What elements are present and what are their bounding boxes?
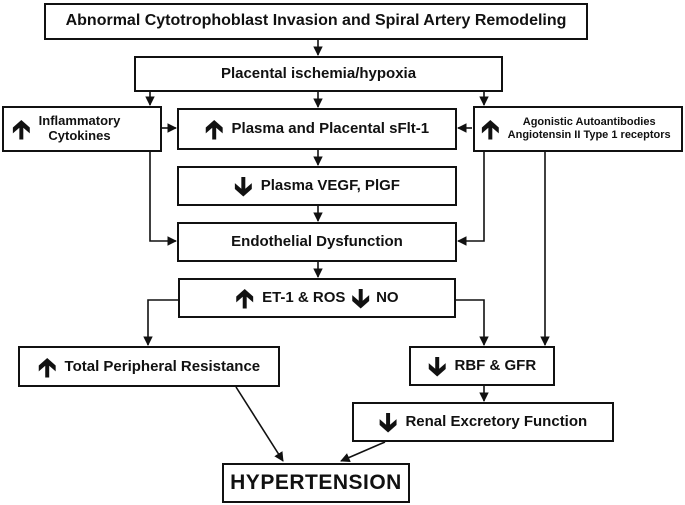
arrow-et1-to-tpr xyxy=(143,299,178,346)
hypertension-label: HYPERTENSION xyxy=(230,470,402,494)
up-arrow-icon: 🡱 xyxy=(204,114,224,144)
autoantibodies-label-line1: Agonistic Autoantibodies xyxy=(522,116,656,129)
endothelial-dysfunction-box: Endothelial Dysfunction xyxy=(177,222,457,262)
autoantibodies-box: 🡱 Agonistic Autoantibodies Angiotensin I… xyxy=(473,106,683,152)
arrow-autoantibodies-to-endothelial xyxy=(457,152,485,246)
hypertension-box: HYPERTENSION xyxy=(222,463,410,503)
abnormal-invasion-box: Abnormal Cytotrophoblast Invasion and Sp… xyxy=(44,3,588,40)
up-arrow-icon: 🡱 xyxy=(235,283,255,313)
up-arrow-icon: 🡱 xyxy=(481,114,500,144)
down-arrow-icon: 🡳 xyxy=(427,351,447,381)
no-label: NO xyxy=(376,289,399,307)
tpr-label: Total Peripheral Resistance xyxy=(64,357,261,375)
down-arrow-icon: 🡳 xyxy=(351,283,371,313)
renal-label: Renal Excretory Function xyxy=(405,413,588,431)
down-arrow-icon: 🡳 xyxy=(378,407,398,437)
sflt1-label: Plasma and Placental sFlt-1 xyxy=(231,120,430,138)
inflammatory-label-line1: Inflammatory xyxy=(38,113,121,129)
total-peripheral-resistance-box: 🡱 Total Peripheral Resistance xyxy=(18,346,280,387)
inflammatory-cytokines-box: 🡱 Inflammatory Cytokines xyxy=(2,106,162,152)
endothelial-label: Endothelial Dysfunction xyxy=(231,233,403,251)
et1-ros-label: ET-1 & ROS xyxy=(262,289,346,307)
et1-ros-no-box: 🡱 ET-1 & ROS 🡳 NO xyxy=(178,278,456,318)
placental-ischemia-label: Placental ischemia/hypoxia xyxy=(220,65,417,83)
renal-excretory-function-box: 🡳 Renal Excretory Function xyxy=(352,402,614,442)
up-arrow-icon: 🡱 xyxy=(12,114,31,144)
arrow-et1-to-rbf xyxy=(456,299,489,346)
arrow-inflammatory-to-endothelial xyxy=(149,152,177,246)
abnormal-invasion-label: Abnormal Cytotrophoblast Invasion and Sp… xyxy=(65,12,567,30)
arrow-tpr-to-hypertension xyxy=(235,386,284,462)
vegf-box: 🡳 Plasma VEGF, PlGF xyxy=(177,166,457,206)
autoantibodies-label-line2: Angiotensin II Type 1 receptors xyxy=(507,129,671,141)
up-arrow-icon: 🡱 xyxy=(37,351,57,382)
rbf-gfr-box: 🡳 RBF & GFR xyxy=(409,346,555,386)
down-arrow-icon: 🡳 xyxy=(234,171,253,201)
vegf-label: Plasma VEGF, PlGF xyxy=(260,177,400,195)
placental-ischemia-box: Placental ischemia/hypoxia xyxy=(134,56,503,92)
arrow-renal-to-hypertension xyxy=(340,441,386,462)
rbf-gfr-label: RBF & GFR xyxy=(454,357,537,375)
sflt1-box: 🡱 Plasma and Placental sFlt-1 xyxy=(177,108,457,150)
inflammatory-label-line2: Cytokines xyxy=(48,128,111,143)
